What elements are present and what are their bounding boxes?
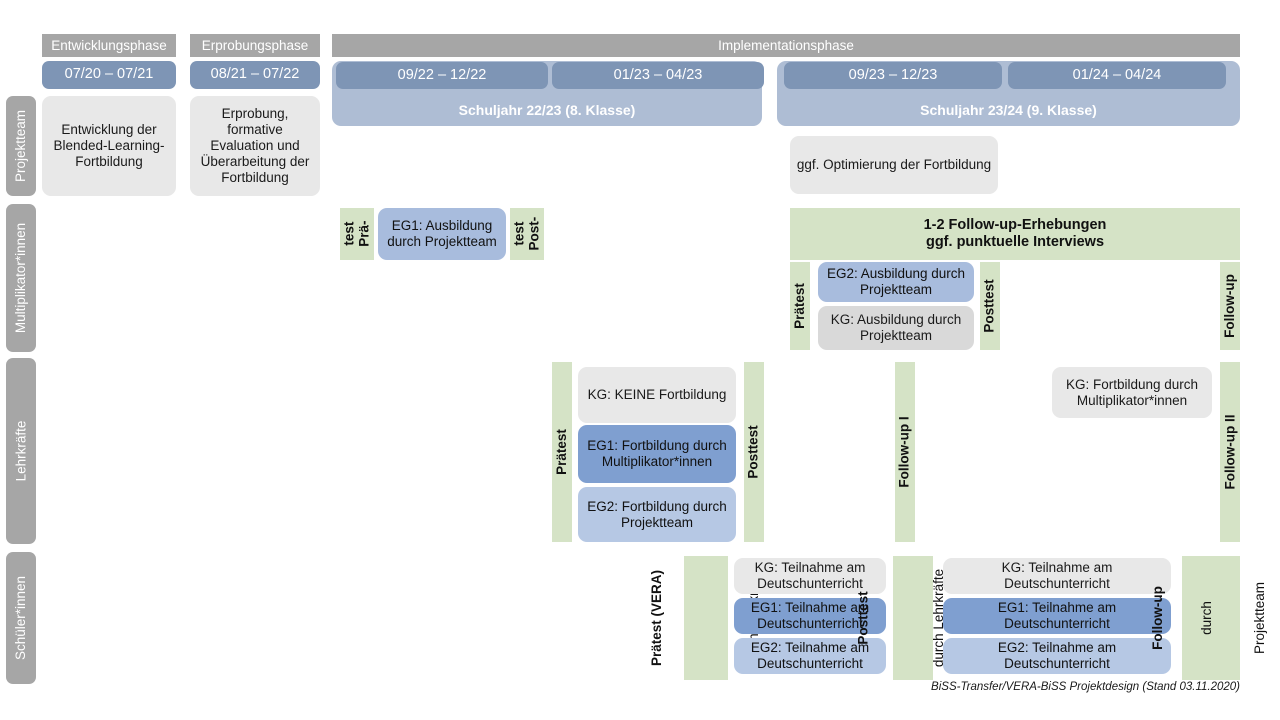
row-label-multiplikatoren: Multiplikator*innen [6, 204, 36, 352]
multiplikatoren-followup-banner: 1-2 Follow-up-Erhebungen ggf. punktuelle… [790, 208, 1240, 260]
schueler-eg1-1-box: EG1: Teilnahme am Deutschunterricht [734, 598, 886, 634]
schueler-followup-main: Follow-up [1150, 586, 1166, 650]
row-label-schueler: Schüler*innen [6, 552, 36, 684]
multiplikatoren-posttest-line2: test [511, 222, 527, 247]
phase-header-implementationsphase: Implementationsphase [332, 34, 1240, 57]
period-pill-0923-1223: 09/23 – 12/23 [784, 62, 1002, 89]
multiplikatoren-posttest-line1: Post- [526, 217, 541, 251]
lehrkraefte-followup-2-text: Follow-up II [1222, 414, 1238, 490]
multiplikatoren-posttest-strip: Post- test [510, 208, 544, 260]
lehrkraefte-kg-keine-box: KG: KEINE Fortbildung [578, 367, 736, 423]
schueler-praetest-strip: Prätest (VERA) durch Lehrkräfte [649, 556, 761, 680]
lehrkraefte-praetest-text: Prätest [554, 429, 570, 475]
multiplikatoren-posttest-2324-strip: Posttest [980, 262, 1000, 350]
projektteam-optimierung-box: ggf. Optimierung der Fortbildung [790, 136, 998, 194]
row-label-projektteam-text: Projektteam [13, 109, 29, 183]
row-label-schueler-text: Schüler*innen [13, 575, 29, 661]
multiplikatoren-praetest-2324-strip: Prätest [790, 262, 810, 350]
schueler-followup-strip: Follow-up durch Projektteam [1150, 556, 1267, 680]
lehrkraefte-eg2-box: EG2: Fortbildung durch Projektteam [578, 487, 736, 542]
phase-header-erprobungsphase: Erprobungsphase [190, 34, 320, 57]
multiplikatoren-praetest-2324-text: Prätest [792, 283, 808, 329]
schueler-posttest-strip: Posttest durch Lehrkräfte [856, 556, 947, 680]
multiplikatoren-praetest-line1: Prä- [355, 220, 371, 248]
period-pill-0124-0424: 01/24 – 04/24 [1008, 62, 1226, 89]
multiplikatoren-kg-box: KG: Ausbildung durch Projektteam [818, 306, 974, 350]
multiplikatoren-eg2-box: EG2: Ausbildung durch Projektteam [818, 262, 974, 302]
lehrkraefte-posttest-strip: Posttest [744, 362, 764, 542]
schueler-followup-sub2: Projektteam [1251, 581, 1267, 655]
multiplikatoren-banner-line1: 1-2 Follow-up-Erhebungen [923, 216, 1107, 233]
projektteam-erprobung-box: Erprobung, formative Evaluation und Über… [190, 96, 320, 196]
multiplikatoren-followup-strip: Follow-up [1220, 262, 1240, 350]
schueler-kg-1-box: KG: Teilnahme am Deutschunterricht [734, 558, 886, 594]
projektteam-entwicklung-box: Entwicklung der Blended-Learning-Fortbil… [42, 96, 176, 196]
lehrkraefte-praetest-strip: Prätest [552, 362, 572, 542]
row-label-multiplikatoren-text: Multiplikator*innen [13, 222, 29, 334]
lehrkraefte-followup-1-text: Follow-up I [897, 416, 913, 488]
period-pill-0922-1222: 09/22 – 12/22 [336, 62, 548, 89]
lehrkraefte-followup-1-strip: Follow-up I [895, 362, 915, 542]
lehrkraefte-eg1-box: EG1: Fortbildung durch Multiplikator*inn… [578, 425, 736, 483]
multiplikatoren-followup-text: Follow-up [1222, 274, 1238, 338]
multiplikatoren-praetest-strip: Prä- test [340, 208, 374, 260]
lehrkraefte-followup-2-strip: Follow-up II [1220, 362, 1240, 542]
period-pill-0821-0722: 08/21 – 07/22 [190, 61, 320, 89]
schueler-kg-2-box: KG: Teilnahme am Deutschunterricht [943, 558, 1171, 594]
row-label-lehrkraefte: Lehrkräfte [6, 358, 36, 544]
schueler-eg1-2-box: EG1: Teilnahme am Deutschunterricht [943, 598, 1171, 634]
schueler-posttest-main: Posttest [855, 591, 871, 645]
schueler-eg2-1-box: EG2: Teilnahme am Deutschunterricht [734, 638, 886, 674]
footer-caption: BiSS-Transfer/VERA-BiSS Projektdesign (S… [931, 681, 1240, 693]
schueler-eg2-2-box: EG2: Teilnahme am Deutschunterricht [943, 638, 1171, 674]
lehrkraefte-kg-fortbildung-box: KG: Fortbildung durch Multiplikator*inne… [1052, 367, 1212, 418]
period-pill-0720-0721: 07/20 – 07/21 [42, 61, 176, 89]
phase-header-entwicklungsphase: Entwicklungsphase [42, 34, 176, 57]
period-pill-0123-0423: 01/23 – 04/23 [552, 62, 764, 89]
schueler-praetest-main: Prätest (VERA) [648, 569, 664, 667]
multiplikatoren-banner-line2: ggf. punktuelle Interviews [925, 234, 1105, 250]
row-label-projektteam: Projektteam [6, 96, 36, 196]
schueler-followup-sub1: durch [1198, 601, 1214, 635]
multiplikatoren-eg1-box: EG1: Ausbildung durch Projektteam [378, 208, 506, 260]
row-label-lehrkraefte-text: Lehrkräfte [13, 420, 29, 482]
multiplikatoren-posttest-2324-text: Posttest [982, 279, 998, 333]
multiplikatoren-praetest-line2: test [341, 221, 357, 247]
lehrkraefte-posttest-text: Posttest [746, 425, 762, 479]
